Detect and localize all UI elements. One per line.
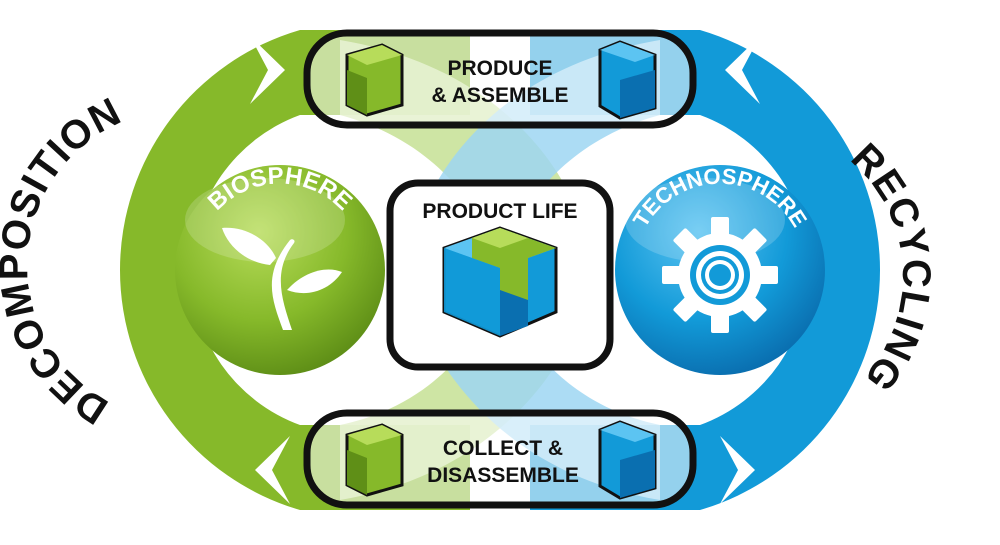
biosphere-sphere: BIOSPHERE: [175, 162, 385, 375]
crossing-bands: [340, 40, 660, 500]
puzzle-cube-icon: [442, 226, 558, 338]
collect-disassemble-box: COLLECT & DISASSEMBLE: [303, 409, 697, 509]
produce-assemble-box: PRODUCE & ASSEMBLE: [303, 29, 697, 129]
chevron-arrow-icon: [250, 36, 285, 104]
plant-sprout-icon: [222, 227, 342, 330]
chevron-arrow-icon: [890, 268, 960, 300]
recycling-loop: [530, 30, 960, 510]
blue-block-icon: [598, 40, 657, 120]
product-life-box: PRODUCT LIFE: [386, 179, 614, 371]
product-life-label: PRODUCT LIFE: [422, 200, 577, 223]
collect-line2: DISASSEMBLE: [427, 464, 579, 487]
produce-line2: & ASSEMBLE: [432, 84, 569, 107]
chevron-arrow-icon: [40, 240, 110, 272]
gear-icon: [662, 217, 778, 333]
technosphere-sphere: TECHNOSPHERE: [615, 163, 825, 375]
chevron-arrow-icon: [255, 436, 290, 504]
green-block-icon: [345, 423, 404, 497]
decomposition-loop: [40, 30, 471, 510]
green-block-icon: [345, 43, 404, 117]
chevron-arrow-icon: [725, 36, 760, 104]
chevron-arrow-icon: [720, 436, 755, 504]
produce-line1: PRODUCE: [447, 57, 552, 80]
blue-block-icon: [598, 420, 657, 500]
collect-line1: COLLECT &: [443, 437, 563, 460]
